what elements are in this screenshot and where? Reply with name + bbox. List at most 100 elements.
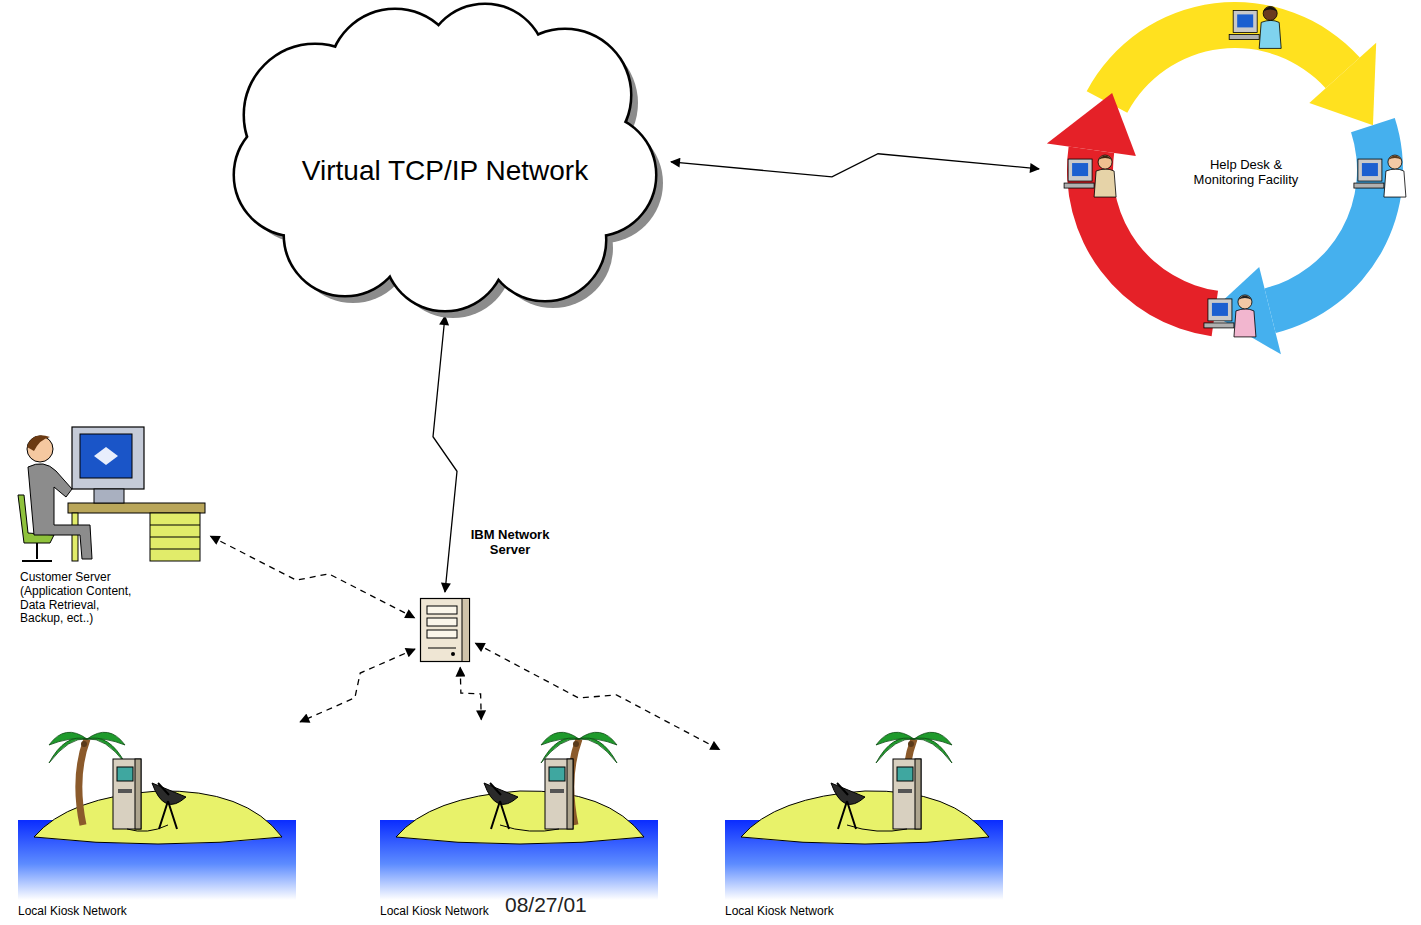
- illustration: [420, 598, 470, 662]
- operator-hair: [1263, 7, 1277, 12]
- operator-desk: [1229, 34, 1259, 39]
- wireless-link: [300, 649, 415, 722]
- cloud-shadow: [243, 13, 663, 318]
- operator-hair: [1388, 156, 1402, 161]
- network-cloud: Virtual TCP/IP Network: [225, 5, 665, 310]
- kiosk-island: Local Kiosk Network: [725, 725, 1003, 900]
- node-label: Customer Server (Application Content, Da…: [20, 571, 142, 626]
- server-drive-bay: [427, 618, 457, 626]
- help-desk-operator: [1064, 155, 1116, 197]
- cycle-arrow-head: [1309, 43, 1376, 125]
- customer-server: Customer Server (Application Content, Da…: [10, 425, 205, 565]
- screen-emblem: [94, 447, 118, 465]
- monitor-screen: [80, 434, 132, 478]
- kiosk-body: [545, 759, 573, 829]
- cycle-arrow-head: [1210, 267, 1281, 354]
- cloud-outline: [235, 5, 655, 310]
- node-label: Help Desk & Monitoring Facility: [1183, 158, 1309, 188]
- desk-drawers: [150, 513, 200, 561]
- kiosk-body: [113, 759, 141, 829]
- cycle-arrow-band: [1265, 118, 1403, 333]
- kiosk-slot: [550, 789, 564, 793]
- island: [396, 791, 644, 844]
- operator-screen: [1212, 303, 1228, 316]
- server-side: [462, 599, 470, 662]
- operator-head: [1238, 295, 1252, 309]
- server-drive-bay: [427, 606, 457, 614]
- kiosk-side: [135, 759, 141, 829]
- operator-desk: [1354, 183, 1384, 188]
- island: [34, 791, 282, 844]
- desk-top: [68, 503, 205, 513]
- illustration: [18, 725, 296, 900]
- node-label: Local Kiosk Network: [725, 905, 925, 919]
- wireless-link: [460, 668, 481, 720]
- dish-stand: [490, 783, 509, 829]
- operator-head: [1098, 155, 1112, 169]
- illustration: [725, 725, 1003, 900]
- server-case: [421, 599, 470, 662]
- drawer-line: [150, 537, 200, 538]
- dish-cable: [847, 825, 907, 831]
- network-server: IBM Network Server: [420, 598, 470, 662]
- date-stamp: 08/27/01: [505, 893, 587, 917]
- operator-desk: [1204, 323, 1234, 328]
- operator-hair: [1238, 295, 1252, 300]
- kiosk-side: [567, 759, 573, 829]
- operator-body: [1384, 169, 1406, 197]
- help-desk-operator: [1204, 295, 1256, 337]
- dish-cable: [127, 825, 168, 831]
- kiosk-side: [915, 759, 921, 829]
- coconut: [573, 741, 579, 747]
- network-link: [433, 316, 457, 592]
- palm-trunk: [79, 739, 87, 825]
- help-desk-cycle: Help Desk & Monitoring Facility: [1045, 0, 1421, 345]
- network-link: [671, 154, 1039, 177]
- monitor-stand: [94, 489, 124, 503]
- operator-body: [1259, 20, 1281, 48]
- operator-monitor: [1358, 159, 1382, 181]
- person-body: [28, 464, 92, 559]
- palm-leaf: [579, 738, 617, 763]
- palm-leaf: [49, 738, 87, 763]
- coconut: [908, 741, 914, 747]
- operator-body: [1094, 169, 1116, 197]
- person-hair: [27, 435, 50, 451]
- dish-cable: [500, 825, 559, 831]
- node-label: Local Kiosk Network: [18, 905, 218, 919]
- operator-desk: [1064, 183, 1094, 188]
- node-label: Virtual TCP/IP Network: [245, 155, 645, 187]
- kiosk-slot: [118, 789, 132, 793]
- kiosk-island: Local Kiosk Network: [380, 725, 658, 900]
- illustration: [10, 425, 205, 565]
- person-head: [27, 436, 53, 462]
- chair-legs: [22, 543, 52, 561]
- server-drive-bay: [427, 630, 457, 638]
- kiosk-slot: [898, 789, 912, 793]
- wireless-link: [211, 536, 415, 618]
- island: [741, 791, 989, 844]
- drawer-line: [150, 549, 200, 550]
- kiosk-island: Local Kiosk Network: [18, 725, 296, 900]
- cloud-fill: [235, 5, 655, 310]
- server-button: [451, 652, 455, 656]
- kiosk-screen: [897, 767, 913, 781]
- operator-monitor: [1068, 159, 1092, 181]
- operator-head: [1388, 155, 1402, 169]
- cycle-arrow-head: [1047, 93, 1136, 156]
- operator-screen: [1362, 163, 1378, 176]
- drawer-line: [150, 525, 200, 526]
- kiosk-screen: [117, 767, 133, 781]
- operator-monitor: [1233, 10, 1257, 32]
- operator-monitor: [1208, 299, 1232, 321]
- dish-stand: [837, 783, 856, 829]
- operator-body: [1234, 309, 1256, 337]
- node-label: IBM Network Server: [450, 528, 570, 558]
- server-vent: [428, 648, 456, 649]
- help-desk-operator: [1354, 155, 1406, 197]
- dish-stand: [158, 783, 177, 829]
- operator-screen: [1072, 163, 1088, 176]
- monitor-case: [72, 427, 144, 489]
